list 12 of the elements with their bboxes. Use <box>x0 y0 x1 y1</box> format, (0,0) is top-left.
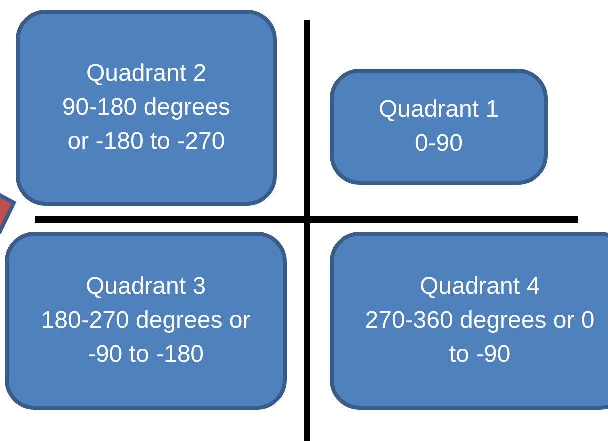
degree-range: 270-360 degrees or 0 to -90 <box>365 306 595 370</box>
quadrant-box <box>330 69 548 185</box>
quadrant-heading: Quadrant 3 <box>86 272 206 302</box>
degree-range: 0-90 <box>414 129 464 159</box>
quadrant-heading: Quadrant 1 <box>378 95 500 125</box>
degree-range: 90-180 degrees or -180 to -270 <box>61 93 232 157</box>
quadrant-box <box>16 10 277 206</box>
quadrant-heading: Quadrant 2 <box>86 59 207 89</box>
quadrant-box <box>5 232 287 410</box>
quadrant-box <box>330 232 608 410</box>
quadrant-heading: Quadrant 4 <box>420 272 540 302</box>
degree-range: 180-270 degrees or -90 to -180 <box>40 306 252 370</box>
